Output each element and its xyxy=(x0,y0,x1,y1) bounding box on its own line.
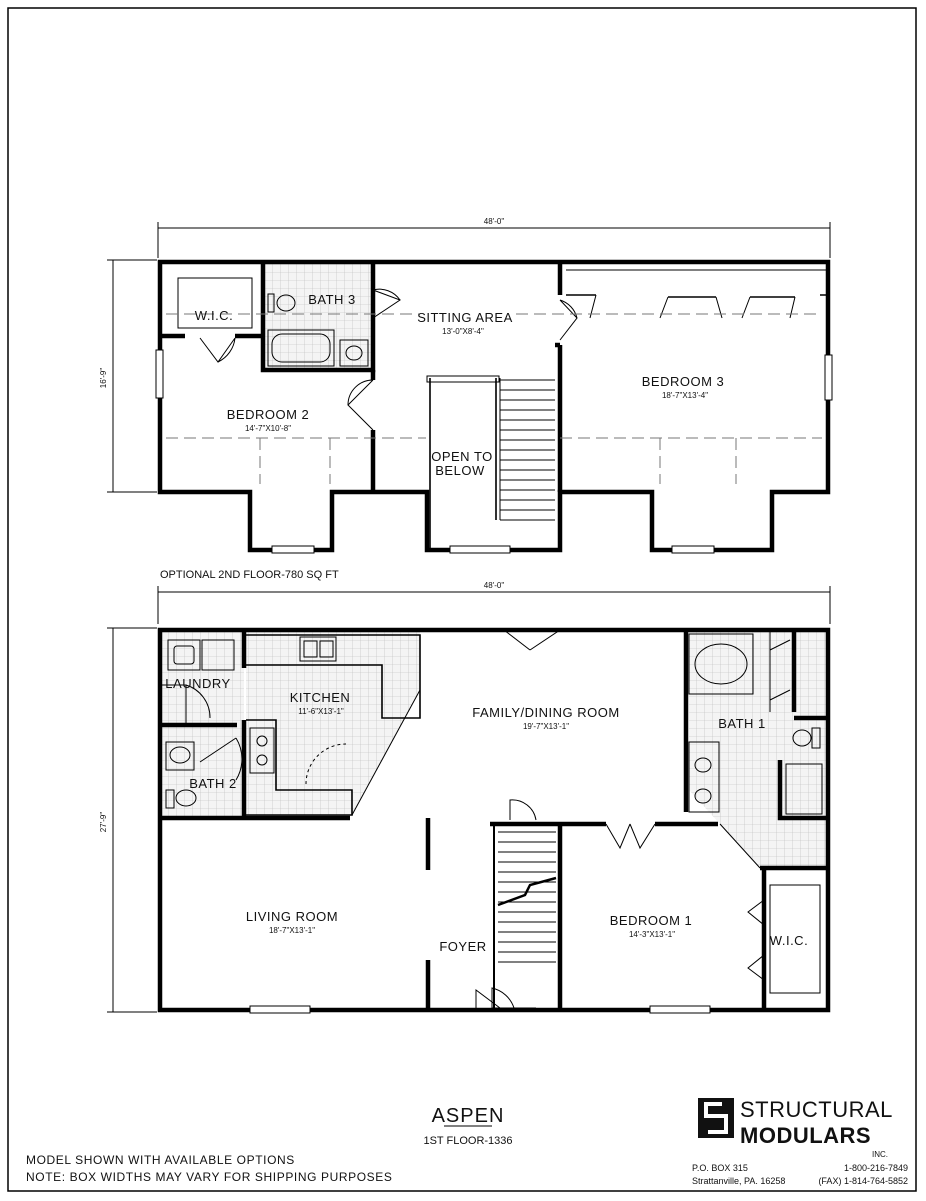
sheet-border xyxy=(7,7,917,1192)
company-fax: (FAX) 1-814-764-5852 xyxy=(818,1176,908,1186)
second-floor-wic-label: W.I.C. xyxy=(195,308,233,323)
sitting-area-label: SITTING AREA xyxy=(417,310,513,325)
company-name-line2: MODULARS xyxy=(740,1123,871,1148)
second-floor-width-text: 48'-0" xyxy=(484,217,505,226)
company-block: STRUCTURAL MODULARS INC. P.O. BOX 315 St… xyxy=(692,1097,908,1186)
bedroom3-size: 18'-7"X13'-4" xyxy=(662,391,708,400)
bath2-label: BATH 2 xyxy=(189,776,237,791)
bath1-label: BATH 1 xyxy=(718,716,766,731)
second-floor-windows xyxy=(155,349,833,554)
family-dining-label: FAMILY/DINING ROOM xyxy=(472,705,619,720)
living-room-size: 18'-7"X13'-1" xyxy=(269,926,315,935)
company-phone: 1-800-216-7849 xyxy=(844,1163,908,1173)
first-floor-windows xyxy=(249,1005,711,1014)
note-model-shown: MODEL SHOWN WITH AVAILABLE OPTIONS xyxy=(26,1153,295,1167)
title-block: ASPEN 1ST FLOOR-1336 MODEL SHOWN WITH AV… xyxy=(26,1105,513,1184)
second-floor-caption: OPTIONAL 2ND FLOOR-780 SQ FT xyxy=(160,569,339,581)
structural-modulars-logo-icon xyxy=(698,1098,734,1138)
bedroom3-label: BEDROOM 3 xyxy=(642,374,725,389)
bath3-label: BATH 3 xyxy=(308,292,356,307)
company-suffix: INC. xyxy=(872,1150,888,1159)
laundry-label: LAUNDRY xyxy=(165,676,230,691)
bedroom1-label: BEDROOM 1 xyxy=(610,913,693,928)
company-name-line1: STRUCTURAL xyxy=(740,1097,893,1122)
first-floor-width-dimension: 48'-0" xyxy=(157,581,831,624)
first-floor-depth-dimension: 27'-9" xyxy=(99,627,157,1013)
open-to-below-line1: OPEN TO xyxy=(431,449,493,464)
bedroom1-size: 14'-3"X13'-1" xyxy=(629,930,675,939)
kitchen-label: KITCHEN xyxy=(290,690,351,705)
first-floor-sqft: 1ST FLOOR-1336 xyxy=(423,1135,512,1147)
kitchen-size: 11'-6"X13'-1" xyxy=(298,707,344,716)
first-floor-width-text: 48'-0" xyxy=(484,581,505,590)
family-dining-size: 19'-7"X13'-1" xyxy=(523,722,569,731)
first-floor-depth-text: 27'-9" xyxy=(99,812,108,833)
first-floor-plan: 48'-0" 27'-9" xyxy=(99,581,831,1014)
first-floor-wic-label: W.I.C. xyxy=(770,933,808,948)
foyer-label: FOYER xyxy=(439,939,486,954)
model-name: ASPEN xyxy=(432,1105,505,1127)
company-address-line2: Strattanville, PA. 16258 xyxy=(692,1176,785,1186)
company-address-line1: P.O. BOX 315 xyxy=(692,1163,748,1173)
bedroom2-label: BEDROOM 2 xyxy=(227,407,310,422)
bedroom2-size: 14'-7"X10'-8" xyxy=(245,424,291,433)
note-box-widths: NOTE: BOX WIDTHS MAY VARY FOR SHIPPING P… xyxy=(26,1170,393,1184)
open-to-below-line2: BELOW xyxy=(435,463,485,478)
second-floor-exterior-walls xyxy=(157,259,831,553)
second-floor-plan: 48'-0" 16'-9" xyxy=(99,217,833,581)
living-room-label: LIVING ROOM xyxy=(246,909,338,924)
second-floor-depth-text: 16'-9" xyxy=(99,368,108,389)
sitting-area-size: 13'-0"X8'-4" xyxy=(442,327,484,336)
second-floor-depth-dimension: 16'-9" xyxy=(99,259,157,493)
second-floor-width-dimension: 48'-0" xyxy=(157,217,831,258)
